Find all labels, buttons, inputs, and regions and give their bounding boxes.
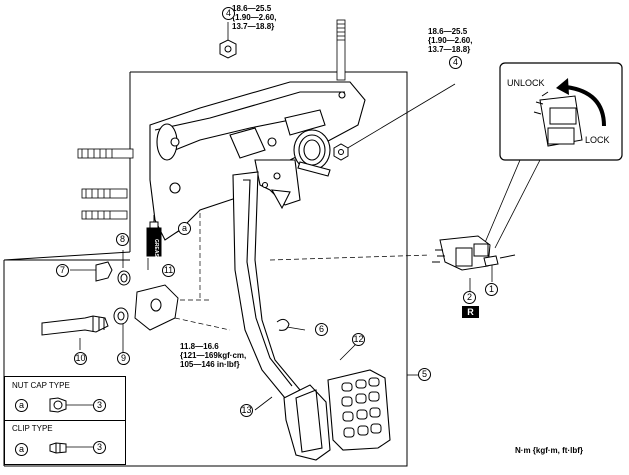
callout-2: 2	[463, 291, 476, 304]
unlock-label: UNLOCK	[507, 78, 545, 88]
rotation-arrow-icon	[565, 85, 606, 127]
type-inset-box	[4, 376, 126, 465]
callout-9: 9	[117, 352, 130, 365]
nut-cap-callout-3: 3	[93, 399, 106, 412]
callout-4-right: 4	[449, 56, 462, 69]
top-stud	[336, 19, 346, 81]
callout-10: 10	[74, 352, 87, 365]
callout-12: 12	[352, 333, 365, 346]
torque-spec-top: 18.6—25.5 {1.90—2.60, 13.7—18.8}	[232, 4, 277, 31]
callout-1: 1	[485, 283, 498, 296]
r-badge: R	[462, 306, 479, 318]
nut-cap-callout-a: a	[15, 399, 28, 412]
torque-spec-pivot: 11.8—16.6 {121—169kgf·cm, 105—146 in·lbf…	[180, 342, 247, 369]
clip-6	[276, 318, 290, 331]
pivot-parts	[41, 261, 179, 336]
callout-5: 5	[418, 368, 431, 381]
callout-4-top: 4	[222, 7, 235, 20]
callout-13: 13	[240, 404, 253, 417]
grease-tube	[146, 215, 162, 257]
nut-4-top	[219, 39, 237, 59]
frame-outline	[130, 71, 408, 467]
nut-4-right	[333, 143, 349, 161]
clip-callout-a: a	[15, 443, 28, 456]
clip-icon	[48, 440, 68, 456]
nut-cap-type-title: NUT CAP TYPE	[12, 381, 70, 390]
clip-callout-3: 3	[93, 441, 106, 454]
grease-label: GREASE	[153, 239, 159, 261]
pedal-pad-rubber	[327, 369, 391, 451]
callout-7: 7	[56, 264, 69, 277]
leader-4-right	[340, 83, 456, 153]
switch-assembly	[432, 235, 516, 271]
units-label: N·m {kgf·m, ft·lbf}	[515, 446, 583, 455]
clip-type-title: CLIP TYPE	[12, 424, 53, 433]
callout-6: 6	[315, 323, 328, 336]
mounting-studs	[77, 148, 134, 220]
frame-left-diagonal	[3, 251, 131, 261]
callout-11: 11	[162, 264, 175, 277]
lock-inset	[499, 62, 623, 161]
return-spring	[293, 129, 331, 177]
nut-cap-icon	[48, 397, 68, 413]
pedal-arm	[232, 159, 301, 399]
lock-label: LOCK	[585, 135, 610, 145]
pedal-pad	[283, 384, 331, 461]
callout-8: 8	[116, 233, 129, 246]
callout-a-main: a	[178, 222, 191, 235]
torque-spec-right: 18.6—25.5 {1.90—2.60, 13.7—18.8}	[428, 27, 473, 54]
